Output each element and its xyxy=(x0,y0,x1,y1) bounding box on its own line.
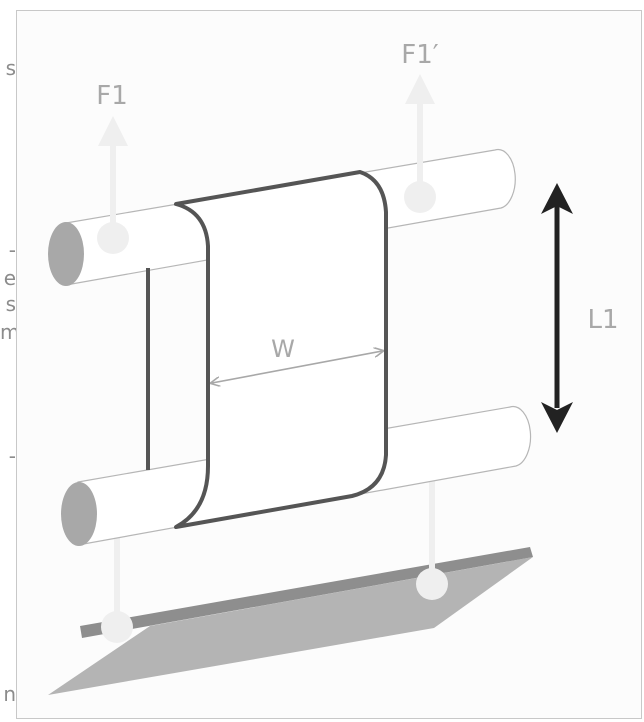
f1-prime-pin xyxy=(404,181,436,213)
f1-pin xyxy=(97,222,129,254)
f1-label: F1 xyxy=(96,81,128,111)
edge-fragment: n xyxy=(3,684,16,704)
length-arrow-head-top xyxy=(541,183,573,214)
lower-roller-end xyxy=(61,482,97,546)
f1-prime-label: F1′ xyxy=(401,40,438,70)
length-dimension: L1 xyxy=(541,183,619,433)
lower-right-pin xyxy=(416,568,448,600)
length-label: L1 xyxy=(587,305,618,335)
f1-force-arrow-head xyxy=(98,116,128,146)
length-arrow-head-bottom xyxy=(541,402,573,433)
width-label: W xyxy=(271,335,295,363)
edge-fragment: m xyxy=(0,322,16,342)
edge-fragment: - xyxy=(8,240,16,260)
f1-prime-force-arrow-head xyxy=(405,74,435,104)
width-arrow xyxy=(212,351,382,383)
edge-fragment: e xyxy=(3,268,16,288)
upper-roller-end xyxy=(48,222,84,286)
edge-fragment: s xyxy=(5,294,16,314)
width-dimension: W xyxy=(212,335,382,383)
lower-left-pin xyxy=(101,611,133,643)
plate-surface xyxy=(48,557,533,695)
edge-fragment: s xyxy=(5,58,16,78)
edge-fragment: - xyxy=(8,446,16,466)
plate-edge xyxy=(80,547,533,638)
base-plate xyxy=(48,547,533,695)
upper-force-arrows: F1 F1′ xyxy=(96,40,439,254)
